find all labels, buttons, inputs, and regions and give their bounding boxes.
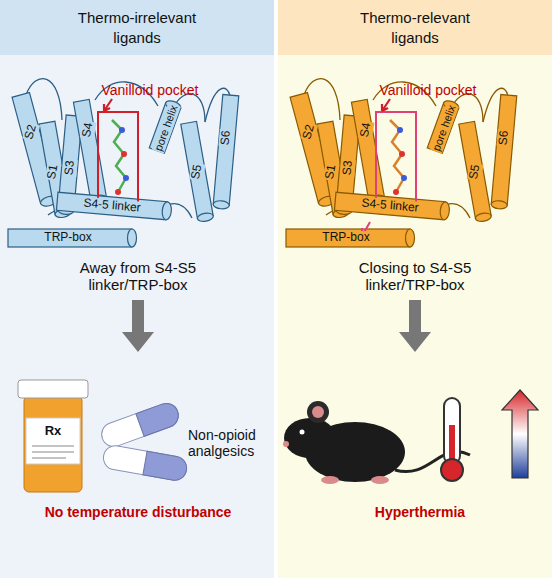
helix-cylinder	[149, 99, 182, 153]
atom	[123, 175, 129, 181]
pocket-box	[98, 112, 138, 204]
helix-cylinder	[181, 121, 214, 222]
capsule	[98, 400, 181, 450]
header-band: Thermo-relevant ligands	[278, 0, 552, 55]
capsule	[102, 444, 189, 482]
helix-label: S1	[323, 163, 339, 182]
helix-cylinder	[334, 192, 450, 220]
atom	[397, 127, 403, 133]
outcome-label: Hyperthermia	[375, 504, 465, 520]
helix-label: S6	[218, 129, 233, 147]
callout-label: Vanilloid pocket	[379, 82, 476, 98]
right-panel	[278, 55, 552, 578]
flow-arrow	[399, 300, 431, 352]
pocket-box	[376, 112, 416, 204]
helix-cylinder	[351, 99, 385, 204]
pointer-arrow	[104, 99, 112, 111]
helix-label: S3	[62, 159, 77, 177]
channel-helices	[8, 79, 239, 247]
mouse	[283, 401, 470, 484]
helix-label: S3	[340, 159, 355, 177]
drug-label: Non-opioid analgesics	[188, 427, 268, 459]
helix-label: S5	[189, 163, 205, 182]
helix-label: TRP-box	[321, 231, 370, 245]
outcome-label: No temperature disturbance	[45, 504, 232, 520]
ligand	[390, 120, 404, 192]
helix-cylinder	[56, 192, 172, 220]
header-band: Thermo-irrelevant ligands	[0, 0, 274, 55]
helix-label: S4	[358, 121, 374, 140]
helix-cylinder	[286, 229, 415, 247]
helix-label: TRP-box	[43, 231, 92, 245]
helix-label: S4	[80, 121, 96, 140]
atom	[119, 127, 125, 133]
ligand	[112, 120, 126, 192]
helix-cylinder	[73, 99, 107, 204]
helix-cylinder	[491, 95, 517, 210]
helix-label: S6	[496, 129, 511, 147]
atom	[121, 151, 127, 157]
atom	[401, 175, 407, 181]
callout-label: Vanilloid pocket	[101, 82, 198, 98]
atom	[115, 189, 121, 195]
channel-helices	[286, 79, 517, 247]
flow-arrow	[122, 300, 154, 352]
pill-bottle	[18, 380, 88, 492]
helix-label: S5	[467, 163, 483, 182]
description: Away from S4-S5 linker/TRP-box	[43, 259, 233, 294]
thermometer	[441, 398, 463, 481]
helix-cylinder	[459, 121, 492, 222]
atom	[393, 189, 399, 195]
helix-cylinder	[427, 99, 460, 153]
panel-heading: Thermo-irrelevant ligands	[62, 8, 212, 47]
helix-cylinder	[8, 229, 137, 247]
description: Closing to S4-S5 linker/TRP-box	[320, 259, 510, 294]
bottle-label: Rx	[45, 424, 62, 439]
panel-heading: Thermo-relevant ligands	[340, 8, 490, 47]
increase-arrow	[502, 390, 538, 478]
atom	[399, 151, 405, 157]
helix-label: S1	[45, 163, 61, 182]
helix-cylinder	[213, 95, 239, 210]
pointer-arrow	[382, 99, 390, 111]
left-panel	[0, 55, 274, 578]
